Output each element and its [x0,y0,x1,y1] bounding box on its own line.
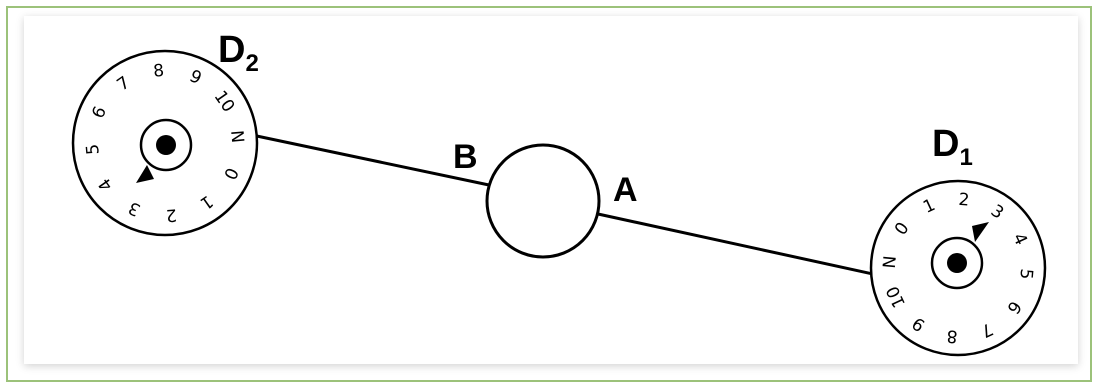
central-circle [485,143,601,259]
dial-d1-center-dot [947,253,967,273]
label-d2: D2 [218,29,259,77]
dial-d1-number-8: 8 [946,325,959,346]
dial-d1-pointer-icon [972,222,989,242]
label-a: A [613,171,638,209]
dial-d2-number-n: N [226,129,247,143]
dial-d2-center-dot [156,135,176,155]
dial-d2-pointer-icon [136,165,154,183]
dial-d2-number-5: 5 [83,143,104,156]
dial-d1-number-5: 5 [1015,268,1036,281]
label-d1: D1 [932,123,973,171]
label-b: B [453,138,478,176]
dial-d2-number-8: 8 [152,61,165,82]
dial-d2-number-2: 2 [165,204,178,225]
dial-d1-number-2: 2 [958,190,971,211]
dial-d1-number-n: N [880,255,901,269]
